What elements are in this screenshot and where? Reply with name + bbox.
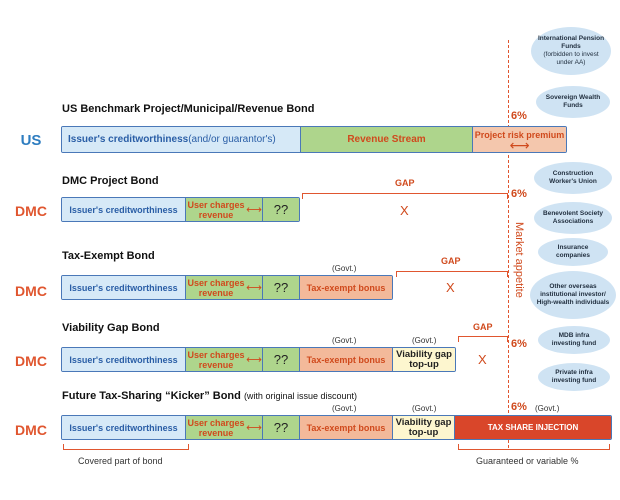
viability-user-charges: User charges revenue [186,348,246,371]
market-appetite-line [508,40,509,448]
viability-rate: 6% [511,338,527,350]
kicker-title-main: Future Tax-Sharing “Kicker” Bond [62,390,241,402]
viability-title: Viability Gap Bond [62,322,160,334]
dmc-project-unknown: ?? [262,198,299,221]
row-label-dmc-1: DMC [15,203,47,219]
kicker-tax-bonus: Tax-exempt bonus [300,416,393,439]
row-label-dmc-3: DMC [15,353,47,369]
investor-oval-construction: Construction Worker's Union [534,162,612,194]
risk-arrow-icon: ⟷ [509,136,530,153]
investor-name-4: Insurance companies [556,244,590,259]
tax-exempt-credit: Issuer's creditworthiness [62,276,186,299]
tax-exempt-gap-bracket [396,271,508,277]
dmc-project-gap-x: X [400,203,409,218]
covered-label: Covered part of bond [78,456,163,466]
investor-oval-insurance: Insurance companies [538,238,608,266]
investor-name-7: Private infra investing fund [551,369,597,384]
guaranteed-bracket [458,444,610,450]
investor-oval-benevolent: Benevolent Society Associations [534,202,612,234]
kicker-top-up: Viability gap top-up [393,416,455,439]
us-risk-label: Project risk premium [474,129,565,140]
tax-exempt-govt: (Govt.) [332,264,357,273]
viability-tax-bonus: Tax-exempt bonus [300,348,393,371]
us-credit-main: Issuer's creditworthiness [68,133,189,145]
tax-exempt-gap-label: GAP [441,256,461,266]
kicker-govt-3: (Govt.) [535,404,560,413]
dmc-project-bar: Issuer's creditworthiness User charges r… [61,197,300,222]
investor-name-3: Benevolent Society Associations [543,210,603,225]
row-label-dmc-4: DMC [15,422,47,438]
kicker-title: Future Tax-Sharing “Kicker” Bond (with o… [62,390,357,402]
viability-unknown: ?? [262,348,300,371]
viability-gap-label: GAP [473,322,493,332]
investor-name-6: MDB infra investing fund [551,332,597,347]
viability-bar: Issuer's creditworthiness User charges r… [61,347,456,372]
viability-gap-x: X [478,352,487,367]
row-label-dmc-2: DMC [15,283,47,299]
dmc-project-credit: Issuer's creditworthiness [62,198,186,221]
kicker-unknown: ?? [262,416,300,439]
row-label-us: US [20,132,42,149]
investor-name-0: International Pension Funds [537,35,605,50]
kicker-rate: 6% [511,401,527,413]
us-risk-segment: Project risk premium ⟷ [473,127,566,152]
investor-name-1: Sovereign Wealth Funds [545,94,601,109]
viability-credit: Issuer's creditworthiness [62,348,186,371]
kicker-title-sub: (with original issue discount) [243,391,357,401]
kicker-user-charges: User charges revenue [186,416,246,439]
viability-govt-1: (Govt.) [332,336,357,345]
investor-oval-overseas: Other overseas institutional investor/ H… [530,271,616,319]
investor-name-2: Construction Worker's Union [549,170,597,185]
tax-exempt-bonus: Tax-exempt bonus [300,276,392,299]
kicker-credit: Issuer's creditworthiness [62,416,186,439]
viability-govt-2: (Govt.) [412,336,437,345]
tax-exempt-user-charges: User charges revenue [186,276,246,299]
kicker-govt-1: (Govt.) [332,404,357,413]
covered-bracket [63,444,189,450]
market-appetite-label: Market appetite [513,222,525,298]
kicker-bar: Issuer's creditworthiness User charges r… [61,415,612,440]
dmc-project-title: DMC Project Bond [62,175,159,187]
tax-exempt-bar: Issuer's creditworthiness User charges r… [61,275,393,300]
investor-oval-private: Private infra investing fund [538,363,610,391]
us-credit-segment: Issuer's creditworthiness (and/or guaran… [62,127,301,152]
investor-note-0: (forbidden to invest under AA) [543,51,599,66]
investor-name-5: Other overseas institutional investor/ H… [536,283,610,306]
tax-exempt-unknown: ?? [262,276,300,299]
us-revenue-segment: Revenue Stream [301,127,473,152]
kicker-arrow-icon: ⟷ [246,416,262,439]
dmc-project-rate: 6% [511,188,527,200]
investor-oval-sovereign: Sovereign Wealth Funds [536,86,610,118]
investor-oval-mdb: MDB infra investing fund [538,326,610,354]
viability-top-up: Viability gap top-up [393,348,455,371]
tax-exempt-title: Tax-Exempt Bond [62,250,155,262]
dmc-project-arrow-icon: ⟷ [246,198,262,221]
us-rate: 6% [511,110,527,122]
kicker-tax-share-injection: TAX SHARE INJECTION [455,416,611,439]
dmc-project-gap-label: GAP [395,178,415,188]
viability-arrow-icon: ⟷ [246,348,262,371]
us-bond-bar: Issuer's creditworthiness (and/or guaran… [61,126,567,153]
dmc-project-gap-bracket [302,193,508,199]
kicker-govt-2: (Govt.) [412,404,437,413]
us-bond-title: US Benchmark Project/Municipal/Revenue B… [62,103,315,115]
viability-gap-bracket [458,336,508,342]
tax-exempt-gap-x: X [446,280,455,295]
us-credit-sub: (and/or guarantor's) [188,133,276,145]
dmc-project-user-charges: User charges revenue [186,198,246,221]
tax-exempt-arrow-icon: ⟷ [246,276,262,299]
guaranteed-label: Guaranteed or variable % [476,456,579,466]
investor-oval-pension: International Pension Funds(forbidden to… [531,27,611,75]
